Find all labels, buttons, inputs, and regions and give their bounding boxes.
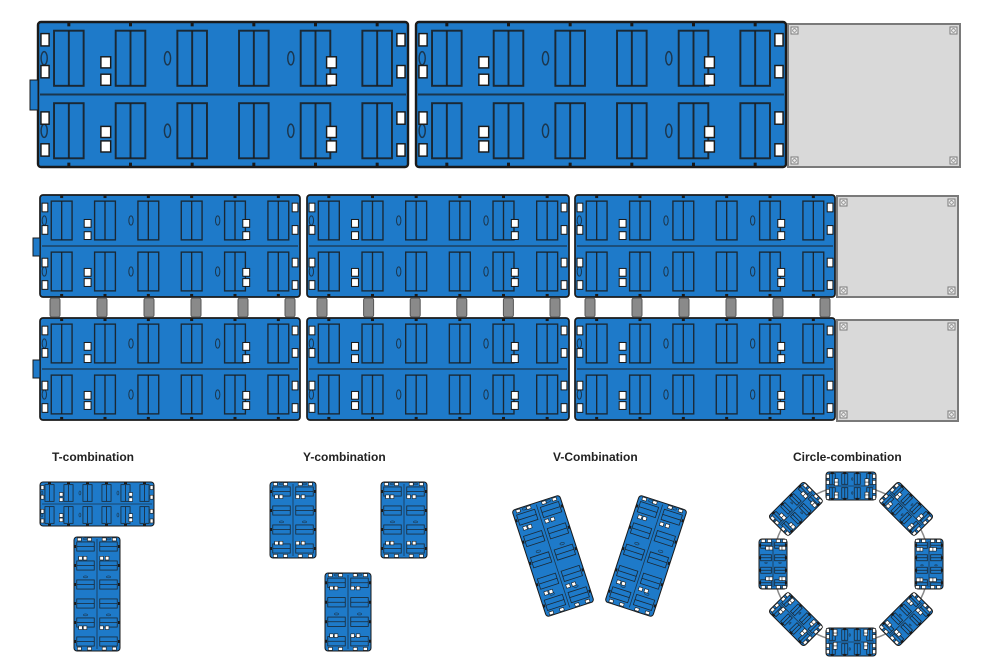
connector-clip: [549, 297, 561, 318]
connector-clip: [678, 297, 690, 318]
y-combination-diagram: [269, 481, 428, 652]
connector-clip: [143, 297, 155, 318]
deck-box: [836, 195, 959, 298]
float-module: [605, 495, 687, 617]
circle-combination-diagram: [758, 471, 944, 657]
float-module: [825, 627, 877, 657]
connector-clip: [316, 297, 328, 318]
float-module: [574, 317, 836, 421]
float-module: [758, 538, 788, 590]
connector-clip: [49, 297, 61, 318]
float-module: [380, 481, 428, 559]
connector-clip: [502, 297, 514, 318]
float-module: [39, 317, 301, 421]
float-module: [769, 591, 824, 646]
connector-row: [49, 297, 831, 318]
row-1-single-strand: [29, 20, 961, 169]
float-module: [878, 482, 933, 537]
deck-box: [836, 319, 959, 422]
float-module: [39, 194, 301, 298]
t-combination-diagram: [39, 481, 155, 652]
connector-clip: [284, 297, 296, 318]
float-module: [414, 20, 788, 169]
float-module: [36, 20, 410, 169]
float-module: [269, 481, 317, 559]
end-connector: [29, 79, 39, 111]
v-combination-diagram: [512, 495, 687, 617]
t-combination-title: T-combination: [52, 450, 134, 464]
connector-clip: [190, 297, 202, 318]
float-module: [769, 482, 824, 537]
connector-clip: [819, 297, 831, 318]
float-module: [324, 572, 372, 652]
float-module: [878, 591, 933, 646]
float-module: [306, 194, 570, 298]
connector-clip: [96, 297, 108, 318]
float-module: [73, 536, 121, 652]
float-module: [825, 471, 877, 501]
connector-clip: [456, 297, 468, 318]
v-combination-title: V-Combination: [553, 450, 638, 464]
end-connector: [32, 359, 41, 379]
connector-clip: [772, 297, 784, 318]
float-module: [574, 194, 836, 298]
float-module: [914, 538, 944, 590]
float-module: [512, 495, 594, 617]
end-connector: [32, 237, 41, 257]
connector-clip: [237, 297, 249, 318]
float-module: [306, 317, 570, 421]
row-2-double-strand: [32, 194, 959, 422]
connector-clip: [725, 297, 737, 318]
float-module: [39, 481, 155, 527]
connector-clip: [584, 297, 596, 318]
connector-clip: [409, 297, 421, 318]
y-combination-title: Y-combination: [303, 450, 386, 464]
deck-box: [787, 23, 961, 168]
circle-combination-title: Circle-combination: [793, 450, 902, 464]
connector-clip: [363, 297, 375, 318]
connector-clip: [631, 297, 643, 318]
